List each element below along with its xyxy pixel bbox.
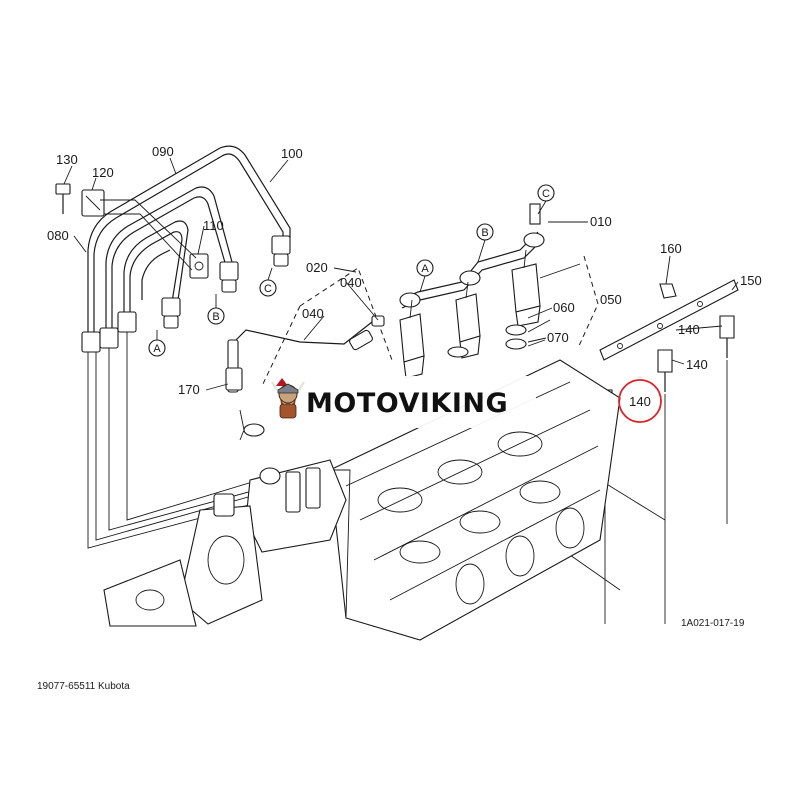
callout-010: 010 (590, 214, 612, 229)
svg-text:C: C (542, 188, 550, 200)
letter-marker-b1: B (207, 294, 225, 325)
svg-text:A: A (153, 343, 161, 355)
callout-020: 020 (306, 260, 328, 275)
callout-100: 100 (281, 146, 303, 161)
viking-mascot-icon (271, 378, 305, 419)
callout-080: 080 (47, 228, 69, 243)
figure-code: 1A021-017-19 (681, 618, 745, 629)
callout-140-middle: 140 (686, 357, 708, 372)
callout-120: 120 (92, 165, 114, 180)
callout-130: 130 (56, 152, 78, 167)
overflow-pipe (225, 315, 385, 441)
cylinder-head (329, 359, 621, 641)
callout-040-lower: 040 (302, 306, 324, 321)
dashed-leaders (261, 255, 599, 387)
highlighted-part-140: 140 (618, 379, 662, 423)
injection-pipes (55, 145, 381, 549)
injectors (399, 249, 581, 379)
callout-090: 090 (152, 144, 174, 159)
letter-marker-a1: A (148, 330, 166, 357)
callout-160: 160 (660, 241, 682, 256)
svg-text:C: C (264, 283, 272, 295)
letter-marker-b2: B (476, 223, 494, 263)
callout-140-upper: 140 (678, 322, 700, 337)
callout-150: 150 (740, 273, 762, 288)
letter-marker-a2: A (416, 259, 434, 293)
leader-lines (63, 157, 739, 391)
injection-pump (103, 459, 347, 627)
callout-170: 170 (178, 382, 200, 397)
watermark-banner: MOTOVIKING (266, 376, 536, 428)
callout-140-highlighted: 140 (629, 394, 651, 409)
callout-070: 070 (547, 330, 569, 345)
svg-text:A: A (421, 263, 429, 275)
svg-text:B: B (481, 227, 488, 239)
circled-letters: A B C A B C (148, 184, 555, 357)
leak-off-pipe (399, 203, 584, 309)
callout-060: 060 (553, 300, 575, 315)
callout-040-upper: 040 (340, 275, 362, 290)
callout-050: 050 (600, 292, 622, 307)
svg-text:B: B (212, 311, 219, 323)
callout-110: 110 (203, 218, 224, 233)
watermark-text: MOTOVIKING (306, 388, 508, 419)
letter-marker-c2: C (537, 184, 555, 215)
letter-marker-c1: C (259, 267, 277, 297)
part-number-caption: 19077-65511 Kubota (37, 681, 130, 692)
part-callouts: 130 120 090 100 080 110 020 040 040 010 … (47, 144, 762, 397)
